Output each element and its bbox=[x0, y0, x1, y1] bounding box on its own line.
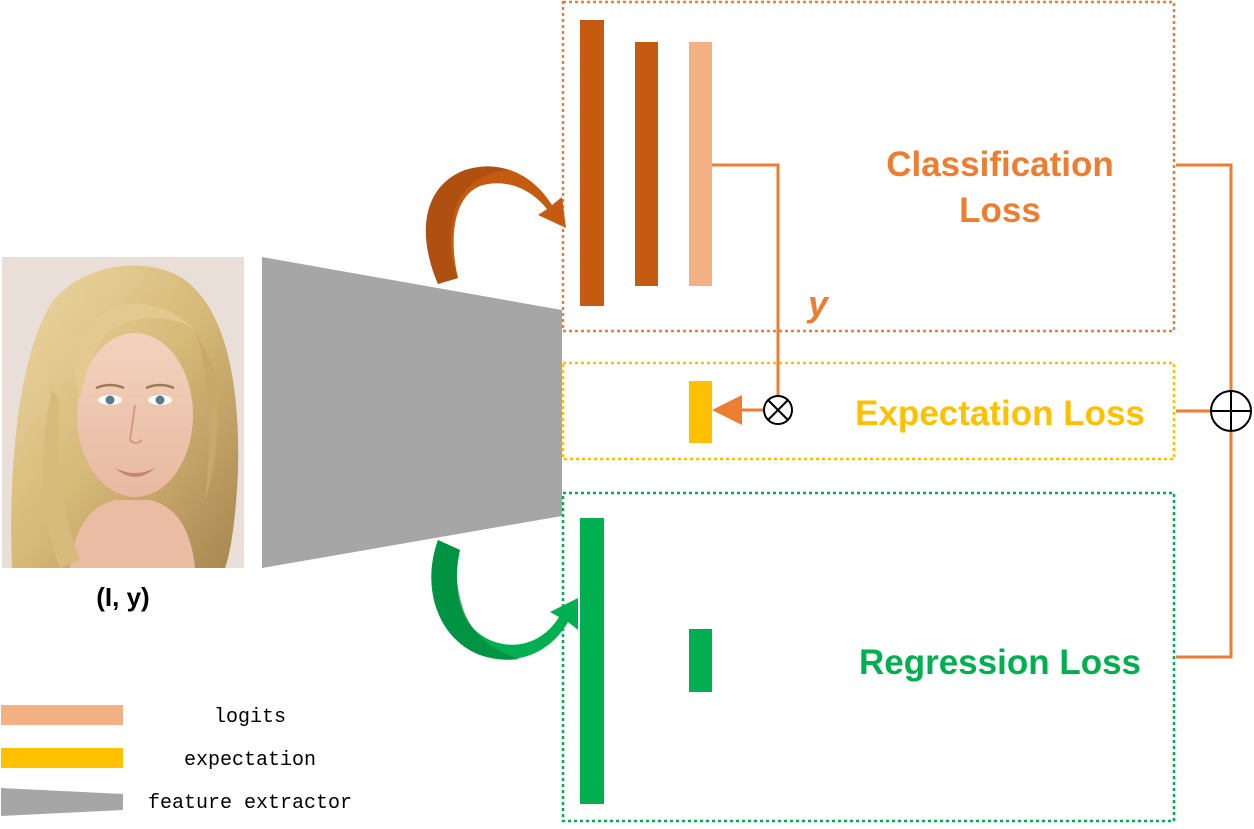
classification-layer-2 bbox=[635, 42, 658, 286]
regression-loss-label: Regression Loss bbox=[859, 643, 1141, 682]
regression-layer-1 bbox=[580, 518, 604, 804]
feature-extractor-shape bbox=[262, 257, 562, 568]
regression-output-bar bbox=[689, 629, 712, 692]
legend-label-expectation: expectation bbox=[184, 749, 316, 772]
legend-swatch-feature-extractor bbox=[1, 788, 123, 816]
expectation-bar bbox=[689, 381, 712, 443]
multiply-operator-icon bbox=[763, 395, 793, 425]
legend-swatch-logits bbox=[1, 705, 123, 725]
target-label-symbol: y bbox=[806, 283, 830, 324]
classification-layer-1 bbox=[580, 20, 604, 306]
feature-to-regression-curved-arrow bbox=[431, 540, 578, 660]
legend-swatch-expectation bbox=[1, 748, 123, 768]
classification-loss-label-line1: Classification bbox=[886, 145, 1114, 184]
sum-operator-icon bbox=[1210, 390, 1252, 432]
classification-to-sum-line bbox=[1176, 163, 1233, 393]
regression-to-sum-line bbox=[1176, 432, 1233, 659]
input-face-image bbox=[2, 257, 244, 568]
classification-loss-label-line2: Loss bbox=[959, 191, 1041, 230]
logits-to-multiply-line bbox=[712, 163, 780, 397]
regression-loss-box bbox=[561, 491, 1176, 823]
expectation-loss-label: Expectation Loss bbox=[855, 394, 1145, 433]
legend-label-logits: logits bbox=[214, 706, 286, 729]
input-label: (I, y) bbox=[96, 582, 149, 612]
feature-to-classification-curved-arrow bbox=[425, 166, 566, 284]
legend-label-feature-extractor: feature extractor bbox=[148, 792, 352, 815]
logits-bar bbox=[689, 42, 712, 286]
classification-loss-box bbox=[561, 0, 1176, 333]
